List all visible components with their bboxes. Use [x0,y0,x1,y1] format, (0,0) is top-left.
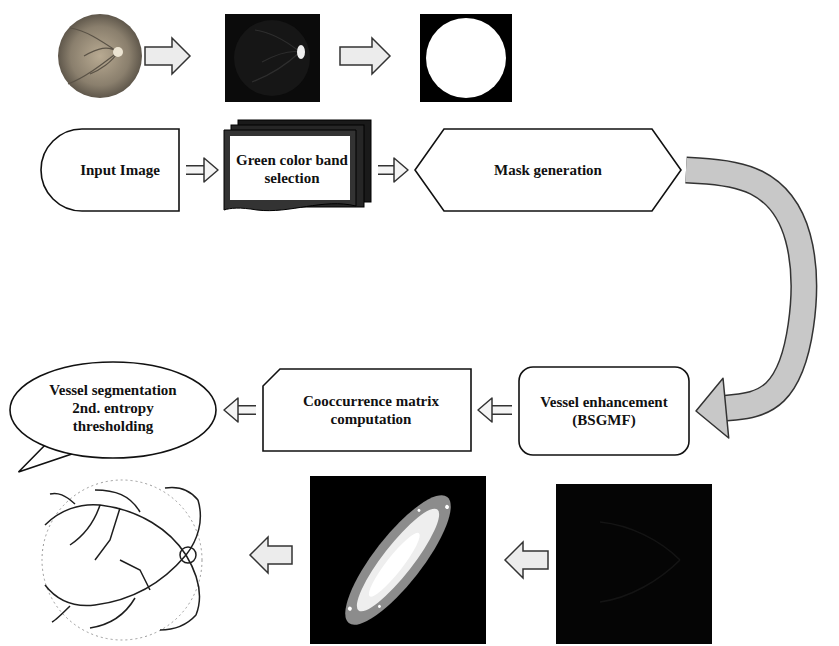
document-stack: Green color band selection [224,120,372,216]
terminal-outline [41,129,179,211]
blob-dot [444,504,450,510]
segmented-vessels [45,488,200,631]
node-label: Mask generation [494,161,602,179]
image-ground [556,484,712,644]
connector-body [378,167,394,174]
terminal-shape: Input Image [40,128,180,212]
blob-core [363,528,425,601]
retina-region [234,20,310,96]
node-outline [518,366,690,456]
image-ground [420,14,512,102]
flow-connector [186,158,218,182]
connector-outline [378,165,394,175]
node-label: Green color band selection [234,151,350,187]
connector-body [492,407,512,414]
hexagon-outline [415,129,681,211]
vessel-tree-image [14,476,232,644]
faint-vessels [600,522,680,602]
image-ground [225,14,320,102]
connector-outline [238,405,256,415]
card-box: Cooccurrence matrix computation [262,368,472,452]
process-box: Vessel enhancement (BSGMF) [518,366,690,456]
node-label: Vessel enhancement (BSGMF) [530,393,678,429]
process-arrow [145,38,190,74]
process-arrow [505,542,548,578]
label-panel [230,136,350,200]
node-outline [262,368,472,452]
enhanced-image [556,484,712,644]
faint-vessels [252,30,300,82]
image-ground [14,476,232,644]
flow-connector [478,398,512,422]
image-ground [310,476,486,644]
node-text-group: Input Image [80,161,160,179]
blob-outer [330,482,466,638]
node-text-group: Vessel segmentation 2nd. entropy thresho… [46,381,180,435]
optic-disc [113,47,123,57]
fov-boundary [42,480,202,640]
arrowhead [478,398,492,422]
arrowhead [696,378,729,438]
node-text-group: Green color band selection [234,151,350,187]
node-label: Cooccurrence matrix computation [284,392,458,428]
node-label: Input Image [80,161,160,179]
fundus-disc [58,14,142,98]
card-outline [263,369,471,451]
flow-connector [378,158,408,182]
optic-disc [180,547,196,563]
arrowhead [204,158,218,182]
arrowhead [394,158,408,182]
preparation-hexagon: Mask generation [414,128,682,212]
blob-dot [347,606,353,612]
blob-dot [417,508,421,512]
process-arrow [250,537,292,573]
node-text-group: Mask generation [494,161,602,179]
matrix-blob [330,482,466,638]
blob-mid [347,500,449,619]
fundus-image [58,14,142,98]
mask-image [420,14,512,102]
node-text-group: Cooccurrence matrix computation [284,392,458,428]
node-text-group: Vessel enhancement (BSGMF) [530,393,678,429]
connector-body [186,167,204,174]
connector-outline [686,170,804,408]
bubble-outline [10,362,216,458]
mask-disc [426,18,506,98]
cooccurrence-image [310,476,486,644]
connector-body [686,170,804,408]
arrowhead [224,398,238,422]
optic-disc [297,45,305,59]
node-label: Vessel segmentation 2nd. entropy thresho… [46,381,180,435]
rounded-outline [519,367,689,455]
blob-dot [377,604,381,608]
process-arrow [340,38,390,74]
connector-body [238,407,256,414]
front-page [224,130,356,211]
connector-outline [186,165,204,175]
fundus-vessels [68,28,118,84]
connector-outline [492,405,512,415]
green-channel-image [225,14,320,102]
flow-connector [224,398,256,422]
back-page [231,125,364,207]
callout-bubble: Vessel segmentation 2nd. entropy thresho… [8,360,218,460]
flow-connector [686,170,804,438]
